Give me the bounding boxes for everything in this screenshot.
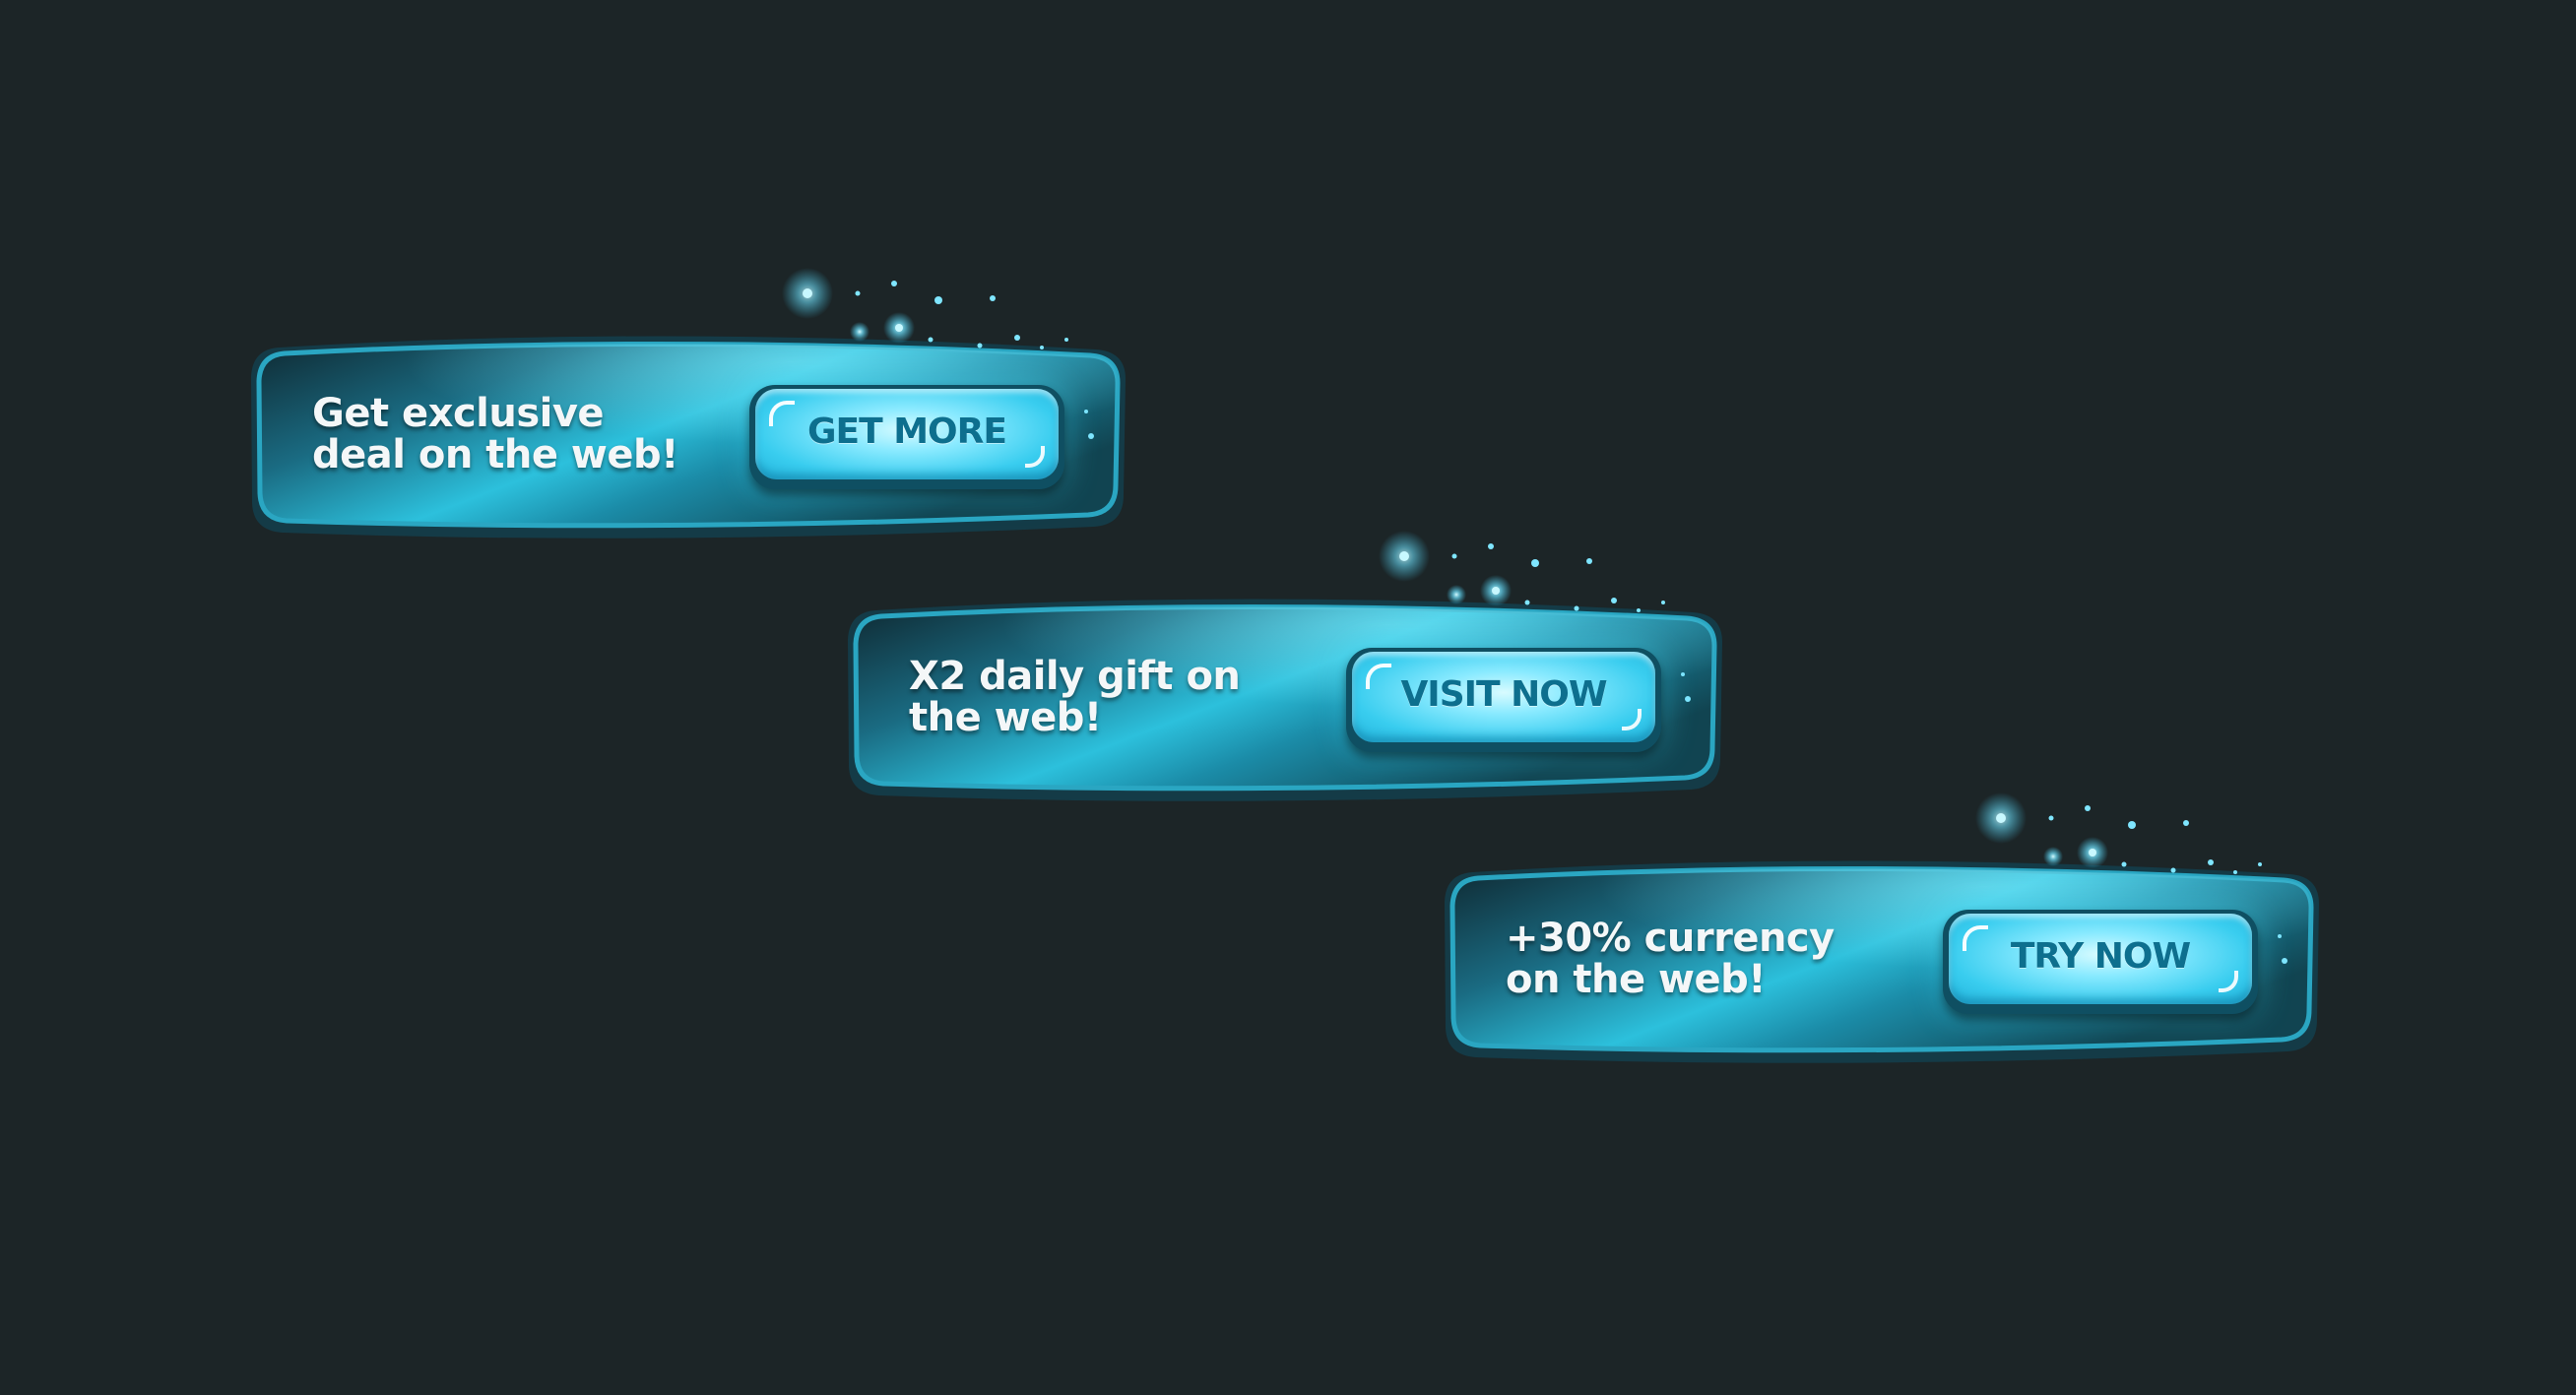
try-now-button[interactable]: TRY NOW bbox=[1943, 910, 2258, 1014]
button-label: GET MORE bbox=[807, 411, 1007, 452]
button-highlight bbox=[2219, 971, 2238, 992]
button-highlight bbox=[769, 401, 795, 426]
banner-message-line-1: +30% currency bbox=[1506, 916, 1835, 961]
promo-banner-1: Get exclusive deal on the web! GET MORE bbox=[249, 268, 1128, 544]
button-highlight bbox=[1366, 664, 1391, 689]
promo-banner-2: X2 daily gift on the web! VISIT NOW bbox=[846, 531, 1725, 807]
visit-now-button[interactable]: VISIT NOW bbox=[1346, 648, 1661, 752]
button-face: VISIT NOW bbox=[1352, 652, 1655, 742]
banner-message-line-2: deal on the web! bbox=[312, 432, 678, 477]
button-face: GET MORE bbox=[755, 389, 1059, 479]
get-more-button[interactable]: GET MORE bbox=[749, 385, 1064, 489]
banner-message-line-2: on the web! bbox=[1506, 957, 1767, 1002]
button-highlight bbox=[1963, 925, 1988, 951]
banner-message: +30% currency on the web! bbox=[1506, 918, 1919, 1000]
promo-banner-3: +30% currency on the web! TRY NOW bbox=[1443, 793, 2322, 1069]
button-highlight bbox=[1622, 709, 1642, 730]
banner-message-line-1: X2 daily gift on bbox=[909, 654, 1241, 699]
button-label: VISIT NOW bbox=[1400, 673, 1607, 715]
button-label: TRY NOW bbox=[2010, 935, 2191, 977]
banner-message-line-2: the web! bbox=[909, 695, 1102, 740]
button-highlight bbox=[1025, 446, 1045, 468]
button-face: TRY NOW bbox=[1949, 914, 2252, 1004]
banner-message: Get exclusive deal on the web! bbox=[312, 393, 726, 476]
banner-message: X2 daily gift on the web! bbox=[909, 656, 1322, 738]
banner-message-line-1: Get exclusive bbox=[312, 391, 605, 436]
